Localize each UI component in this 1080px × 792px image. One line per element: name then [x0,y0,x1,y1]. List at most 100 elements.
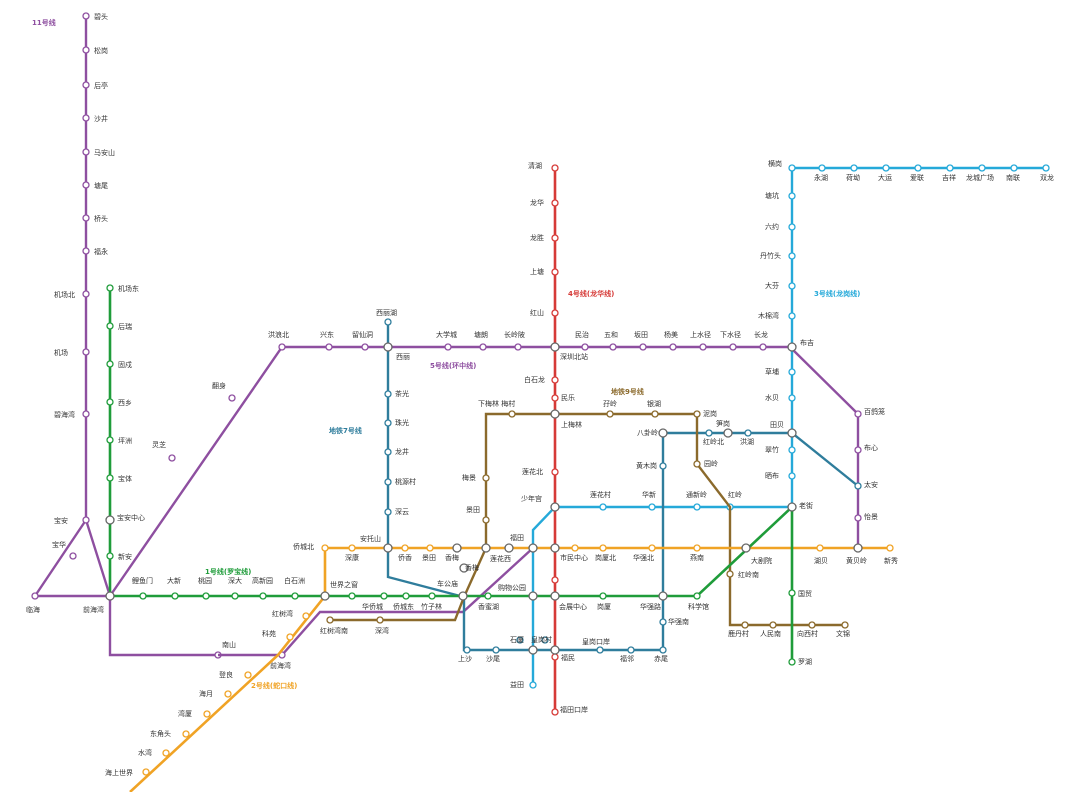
station-huanggangkouan[interactable] [596,646,604,654]
station-xiashuijing[interactable] [729,343,737,351]
station-gangxia[interactable] [599,592,607,600]
station-universitytown[interactable] [444,343,452,351]
station-cuizhu[interactable] [788,446,796,454]
interchange-futian[interactable] [528,543,538,553]
station-longhua[interactable] [551,199,559,207]
station-zhuzilin[interactable] [428,592,436,600]
station-xili[interactable] [228,394,236,402]
interchange-shenzhen-north[interactable] [550,342,560,352]
station-huaqiaocheng[interactable] [380,592,388,600]
station-heao[interactable] [850,164,858,172]
station-taoyuancun[interactable] [384,478,392,486]
station-hongshuwan-south[interactable] [326,616,334,624]
interchange-laojie[interactable] [787,502,797,512]
interchange-dajuyuan[interactable] [741,543,751,553]
station-hongshuwan[interactable] [302,612,310,620]
station-meijing[interactable] [482,474,490,482]
station-tanglang[interactable] [479,343,487,351]
station-shenkang[interactable] [348,544,356,552]
station-longsheng[interactable] [551,234,559,242]
station-gangxia-north[interactable] [599,544,607,552]
interchange-qianhaiwan[interactable] [105,591,115,601]
station-qinghu[interactable] [551,164,559,172]
station-dayun[interactable] [882,164,890,172]
interchange-baoan-center[interactable] [105,515,115,525]
station-shawei[interactable] [492,646,500,654]
station-maanshan[interactable] [82,148,90,156]
station-shixia[interactable] [516,636,524,644]
interchange-shijiezhichuang[interactable] [320,591,330,601]
interchange-fumin[interactable] [550,645,560,655]
station-hongshan[interactable] [278,343,286,351]
station-hourui[interactable] [106,322,114,330]
interchange-sungang[interactable] [723,428,733,438]
station-xin-an[interactable] [106,552,114,560]
station-huaqiangnan[interactable] [659,618,667,626]
station-henggang[interactable] [788,164,796,172]
station-lugangcun[interactable] [741,621,749,629]
station-caopu[interactable] [788,368,796,376]
station-xilihu[interactable] [384,318,392,326]
station-yonghu[interactable] [818,164,826,172]
interchange-huizhanzhongxin[interactable] [550,591,560,601]
station-tangkeng[interactable] [788,192,796,200]
station-qiaochengbei[interactable] [321,544,329,552]
station-minle[interactable] [551,394,559,402]
station-xiameilin-meicun[interactable] [508,410,516,418]
station-yangmei[interactable] [669,343,677,351]
station-dafen[interactable] [788,282,796,290]
interchange-jingtian[interactable] [481,543,491,553]
station-taian[interactable] [854,482,862,490]
station-fuyong[interactable] [82,247,90,255]
interchange-xili[interactable] [383,342,393,352]
station-yinhu[interactable] [651,410,659,418]
station-futiankouan[interactable] [551,708,559,716]
station-yuanling[interactable] [693,460,701,468]
interchange-huaqianglu[interactable] [658,591,668,601]
station-haiyue[interactable] [224,690,232,698]
station-huangangcun[interactable] [541,636,549,644]
station-baoti[interactable] [106,474,114,482]
station-bihaiwan[interactable] [82,410,90,418]
station-shenyun[interactable] [384,508,392,516]
station-wenjin[interactable] [841,621,849,629]
station-huaqiangbei[interactable] [648,544,656,552]
interchange-xiangmei[interactable] [452,543,462,553]
station-lingzhi[interactable] [168,454,176,462]
station-guxu[interactable] [106,360,114,368]
interchange-tianbei[interactable] [787,428,797,438]
interchange-antuoshan[interactable] [383,543,393,553]
station-shaibu[interactable] [788,472,796,480]
station-airport[interactable] [82,348,90,356]
interchange-lianhuaxi[interactable] [504,543,514,553]
station-dengliang[interactable] [244,671,252,679]
station-yanan[interactable] [693,544,701,552]
station-linhai[interactable] [31,592,39,600]
station-longcheng-square[interactable] [978,164,986,172]
station-shenda[interactable] [231,592,239,600]
station-baigelong[interactable] [854,410,862,418]
station-liuyue[interactable] [788,223,796,231]
station-chiwei[interactable] [659,646,667,654]
station-shangshuijing[interactable] [699,343,707,351]
station-shuanglong[interactable] [1042,164,1050,172]
station-longjing[interactable] [384,448,392,456]
station-dongjiaotou[interactable] [182,730,190,738]
station-fumin[interactable] [551,653,559,661]
station-hubei[interactable] [816,544,824,552]
station-xinxiu[interactable] [886,544,894,552]
station-bantian[interactable] [639,343,647,351]
station-sea-world[interactable] [142,768,150,776]
station-chaguang[interactable] [384,390,392,398]
station-baishilong[interactable] [551,376,559,384]
station-minzhi[interactable] [581,343,589,351]
station-buxin[interactable] [854,446,862,454]
station-tongxinling[interactable] [693,503,701,511]
station-shangsha[interactable] [463,646,471,654]
station-biwei[interactable] [82,12,90,20]
station-shajing[interactable] [82,114,90,122]
station-hongbei[interactable] [744,429,752,437]
station-houting[interactable] [82,81,90,89]
station-nigang[interactable] [693,410,701,418]
station-yitian[interactable] [529,681,537,689]
